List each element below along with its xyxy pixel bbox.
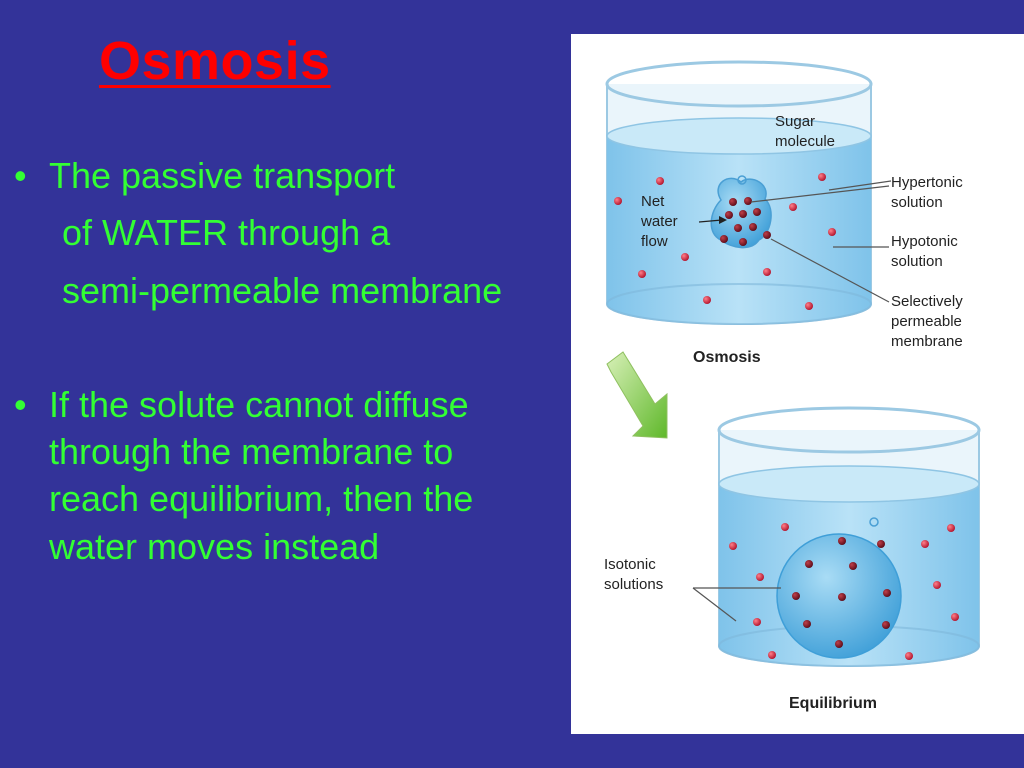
label-netflow-1: Net bbox=[641, 193, 665, 210]
svg-text:solution: solution bbox=[891, 194, 943, 211]
svg-text:solution: solution bbox=[891, 253, 943, 270]
bottom-beaker bbox=[692, 406, 981, 667]
bottom-labels: Isotonic solutions Equilibrium bbox=[604, 556, 877, 712]
bullet-marker: • bbox=[14, 384, 27, 425]
label-netflow-3: flow bbox=[641, 233, 668, 250]
sphere-sugar-molecules bbox=[792, 537, 891, 648]
bullet-1-line-3: semi-permeable membrane bbox=[62, 270, 503, 311]
label-sugar-1: Sugar bbox=[775, 113, 815, 130]
label-hypertonic-2: solution bbox=[891, 194, 943, 211]
svg-text:Hypotonic: Hypotonic bbox=[891, 233, 958, 250]
label-hypertonic-1: Hypertonic bbox=[891, 174, 963, 191]
label-membrane-2: permeable bbox=[891, 313, 962, 330]
bullet-1-line-2: of WATER through a bbox=[62, 212, 391, 253]
label-netflow-2: water bbox=[640, 213, 678, 230]
bullet-2-line-1: If the solute cannot diffuse bbox=[49, 384, 469, 425]
bullet-2-line-3: reach equilibrium, then the bbox=[49, 478, 474, 519]
caption-osmosis: Osmosis bbox=[693, 349, 761, 366]
svg-text:Net: Net bbox=[641, 193, 665, 210]
top-beaker bbox=[605, 60, 892, 325]
top-labels: Sugar molecule Net water flow Hypertonic… bbox=[640, 113, 963, 366]
label-hypotonic-1: Hypotonic bbox=[891, 233, 958, 250]
outside-equilibrium-molecules bbox=[729, 523, 959, 660]
svg-text:molecule: molecule bbox=[775, 133, 835, 150]
transition-arrow-icon bbox=[606, 351, 668, 439]
svg-text:Sugar: Sugar bbox=[775, 113, 815, 130]
svg-text:Isotonic: Isotonic bbox=[604, 556, 656, 573]
label-isotonic-1: Isotonic bbox=[604, 556, 656, 573]
label-sugar-2: molecule bbox=[775, 133, 835, 150]
label-membrane-1: Selectively bbox=[891, 293, 963, 310]
caption-equilibrium: Equilibrium bbox=[789, 695, 877, 712]
svg-text:water: water bbox=[640, 213, 678, 230]
svg-text:solutions: solutions bbox=[604, 576, 663, 593]
osmosis-figure: Sugar molecule Net water flow Hypertonic… bbox=[571, 34, 1024, 734]
label-hypotonic-2: solution bbox=[891, 253, 943, 270]
label-membrane-3: membrane bbox=[891, 333, 963, 350]
inside-sugar-molecules bbox=[720, 197, 771, 246]
svg-text:flow: flow bbox=[641, 233, 668, 250]
label-isotonic-2: solutions bbox=[604, 576, 663, 593]
outside-sugar-molecules bbox=[614, 173, 836, 310]
svg-text:Hypertonic: Hypertonic bbox=[891, 174, 963, 191]
svg-text:Selectively: Selectively bbox=[891, 293, 963, 310]
svg-text:membrane: membrane bbox=[891, 333, 963, 350]
slide-title: Osmosis bbox=[99, 31, 331, 91]
bullet-2-line-4: water moves instead bbox=[49, 526, 380, 567]
svg-text:permeable: permeable bbox=[891, 313, 962, 330]
bullet-1-line-1: The passive transport bbox=[49, 155, 396, 196]
bullet-marker: • bbox=[14, 155, 27, 196]
bullet-2-line-2: through the membrane to bbox=[49, 431, 454, 472]
osmosis-diagram: Sugar molecule Net water flow Hypertonic… bbox=[604, 60, 981, 712]
